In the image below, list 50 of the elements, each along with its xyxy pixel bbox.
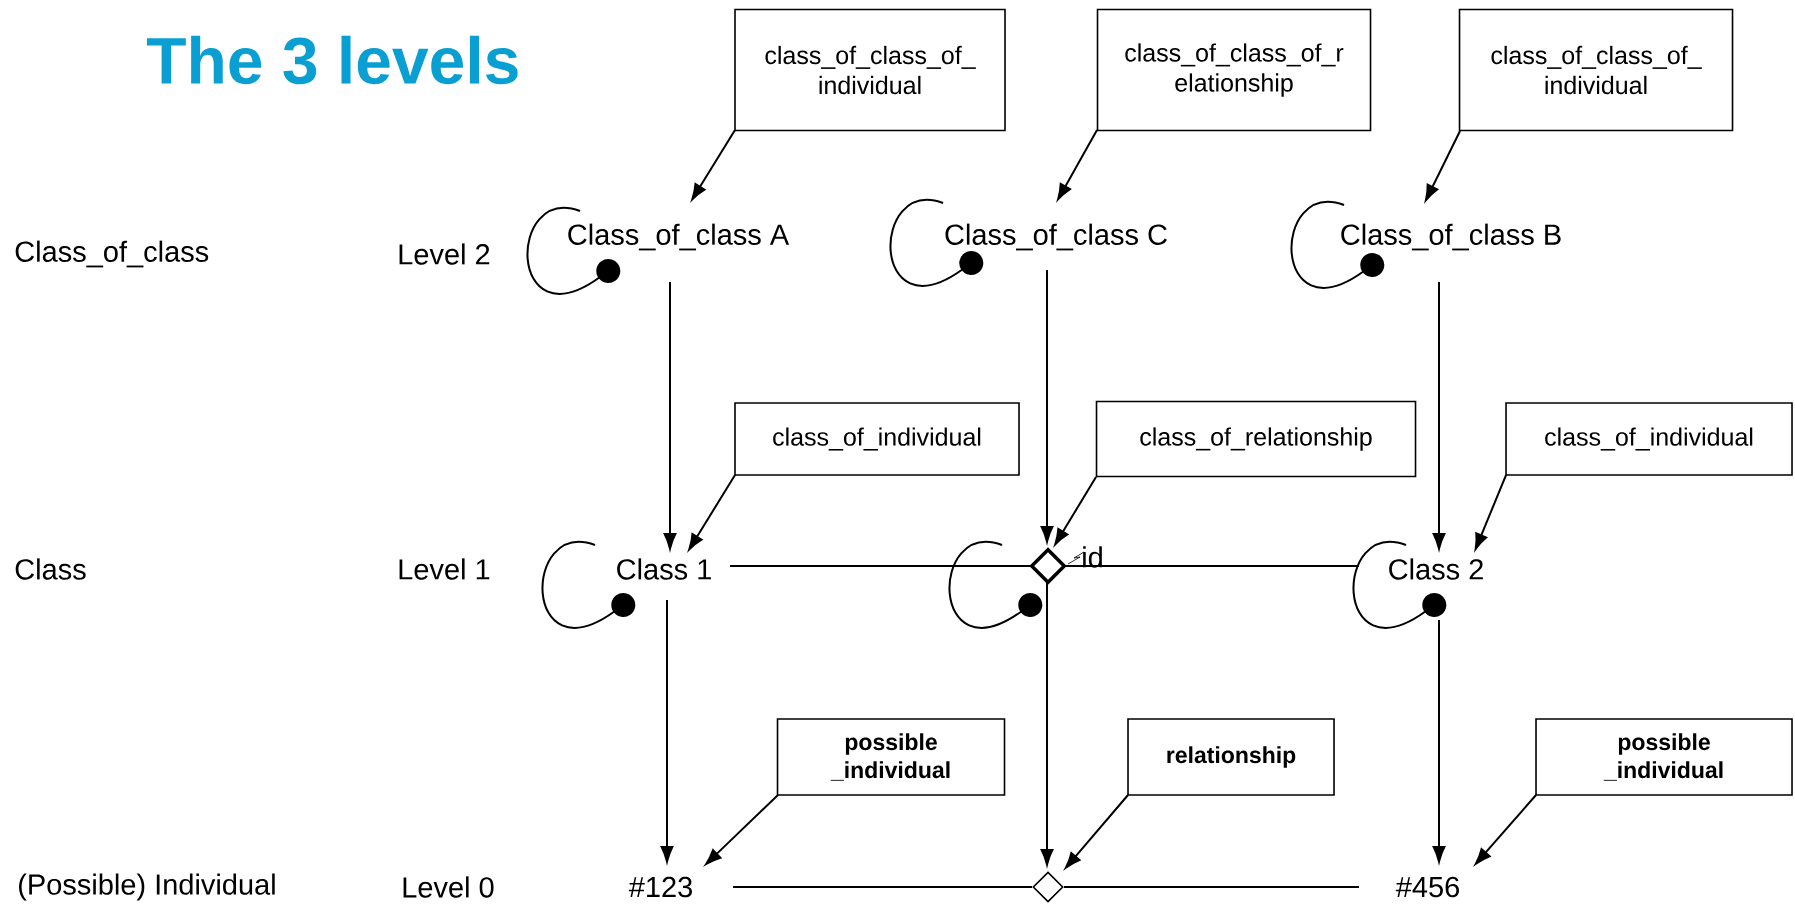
class-label: Class_of_class A <box>568 223 790 251</box>
callout-box: class_of_individual <box>734 402 1020 476</box>
arrow <box>691 129 736 201</box>
self-loop <box>1352 540 1447 629</box>
connector-line <box>1064 565 1360 567</box>
arrow <box>1064 794 1129 869</box>
callout-box: class_of_class_of_ individual <box>1458 8 1734 132</box>
arrow <box>1424 130 1461 202</box>
class-label: #456 <box>1395 876 1459 898</box>
class-label: Class 2 <box>1389 558 1483 580</box>
connector-line <box>729 565 1032 567</box>
callout-box: class_of_class_of_r elationship <box>1096 8 1372 132</box>
level-label: Level 1 <box>399 558 490 580</box>
arrow <box>1432 619 1446 863</box>
class-label: #123 <box>628 876 692 898</box>
arrow <box>660 599 674 863</box>
self-loop <box>889 198 984 287</box>
row-label: (Possible) Individual <box>19 873 275 901</box>
self-loop <box>526 206 621 295</box>
relationship-diamond <box>1029 547 1067 585</box>
callout-box: class_of_class_of_ individual <box>734 8 1006 132</box>
callout-box: class_of_individual <box>1505 402 1793 476</box>
callout-box: possible _individual <box>776 718 1006 796</box>
connector-line <box>1063 886 1360 888</box>
arrow <box>1432 281 1446 550</box>
arrow <box>1040 269 1054 543</box>
callout-box: class_of_relationship <box>1095 400 1417 478</box>
arrow <box>1040 582 1054 866</box>
level-label: Level 0 <box>403 876 494 898</box>
class-label: Class_of_class C <box>945 223 1167 251</box>
arrow <box>1474 794 1537 865</box>
class-label: Class 1 <box>617 558 711 580</box>
arrow <box>1057 129 1098 201</box>
arrow <box>688 474 736 551</box>
class-label: Class_of_class B <box>1341 223 1561 251</box>
self-loop <box>541 540 636 629</box>
arrow <box>705 794 779 865</box>
callout-box: possible _individual <box>1535 718 1793 796</box>
title: The 3 levels <box>146 35 518 85</box>
arrow <box>663 281 677 550</box>
arrow <box>1474 474 1507 550</box>
row-label: Class <box>15 558 86 580</box>
relationship-diamond <box>1032 871 1064 903</box>
connector-line <box>732 886 1033 888</box>
self-loop <box>948 540 1043 629</box>
callout-box: relationship <box>1127 718 1335 796</box>
arrow <box>1054 476 1097 546</box>
row-label: Class_of_class <box>15 240 209 268</box>
level-label: Level 2 <box>399 243 490 265</box>
self-loop <box>1290 200 1385 289</box>
